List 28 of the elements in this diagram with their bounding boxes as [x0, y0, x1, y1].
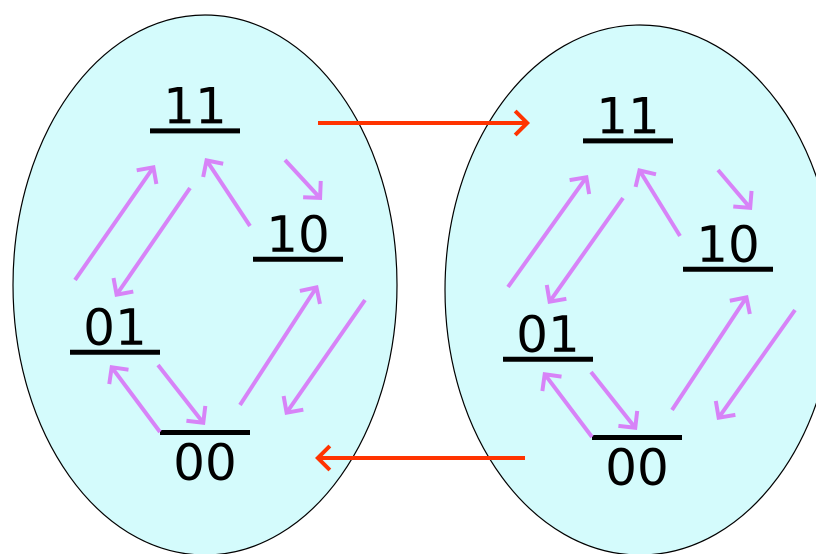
arrow: [156, 364, 208, 425]
energy-level: 11: [583, 96, 673, 144]
arrow: [107, 365, 162, 434]
arrow: [201, 158, 252, 228]
arrow: [589, 370, 640, 430]
arrow: [318, 110, 530, 136]
energy-level: 01: [70, 308, 160, 355]
arrow: [540, 372, 594, 438]
region-ellipse: [12, 14, 398, 554]
arrow: [506, 175, 592, 288]
arrow: [238, 285, 322, 406]
energy-level: 10: [683, 224, 773, 272]
arrow: [315, 444, 525, 472]
energy-level: 01: [503, 314, 593, 362]
arrow: [714, 308, 797, 420]
region-ellipse: [444, 24, 816, 554]
arrow: [282, 298, 367, 415]
arrow: [716, 168, 754, 210]
arrow: [544, 196, 625, 304]
arrow: [73, 165, 158, 282]
energy-level: 00: [160, 430, 250, 480]
arrow: [670, 295, 752, 412]
arrow: [634, 168, 682, 238]
energy-level: 00: [592, 435, 682, 486]
energy-level: 11: [150, 86, 240, 134]
arrow: [112, 186, 192, 297]
energy-level: 10: [253, 214, 343, 262]
arrow: [284, 158, 323, 200]
